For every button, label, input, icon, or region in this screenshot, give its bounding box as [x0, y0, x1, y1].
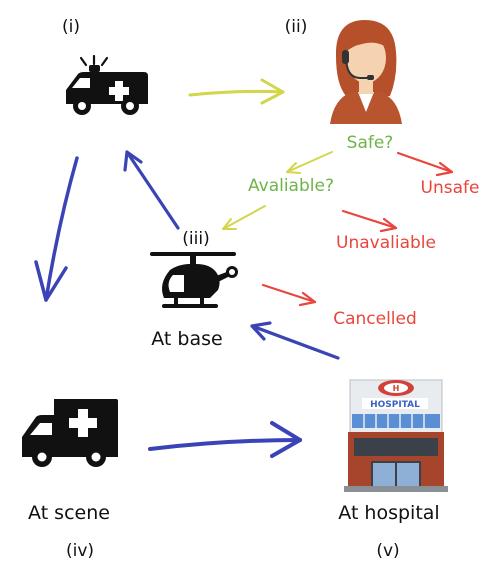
label-numeral-iii: (iii) — [182, 229, 209, 249]
arrow-available-to-helicopter — [222, 205, 266, 230]
label-numeral-iv: (iv) — [66, 541, 94, 561]
arrow-hospital-to-base — [250, 321, 340, 360]
arrow-available-to-unavailable — [341, 209, 398, 233]
label-unavailable: Unavaliable — [336, 233, 436, 253]
label-cancelled: Cancelled — [333, 309, 417, 329]
label-unsafe: Unsafe — [421, 178, 480, 198]
label-numeral-ii: (ii) — [285, 17, 308, 37]
arrow-dispatch-to-operator — [188, 78, 285, 105]
label-numeral-i: (i) — [62, 17, 80, 37]
arrow-scene-to-hospital — [148, 421, 302, 458]
arrow-ambulance-to-scene — [34, 156, 79, 302]
arrow-helicopter-to-cancelled — [261, 283, 317, 307]
label-available-question: Avaliable? — [248, 176, 334, 196]
label-at-base: At base — [151, 328, 222, 350]
operator-headset-icon — [330, 20, 402, 124]
svg-text:H: H — [393, 384, 400, 393]
helicopter-icon — [150, 252, 238, 308]
label-at-scene: At scene — [28, 502, 110, 524]
label-at-hospital: At hospital — [338, 502, 439, 524]
hospital-building-icon: H HOSPITAL — [344, 379, 448, 492]
label-numeral-v: (v) — [376, 541, 399, 561]
hospital-sign-text: HOSPITAL — [370, 400, 420, 410]
arrow-safe-to-available — [286, 151, 333, 174]
ambulance-siren-icon — [66, 54, 148, 115]
ambulance-icon — [22, 399, 118, 467]
arrow-safe-to-unsafe — [396, 151, 454, 177]
arrow-helicopter-to-ambulance — [123, 150, 180, 230]
label-safe-question: Safe? — [347, 133, 394, 153]
arrows — [34, 78, 454, 458]
